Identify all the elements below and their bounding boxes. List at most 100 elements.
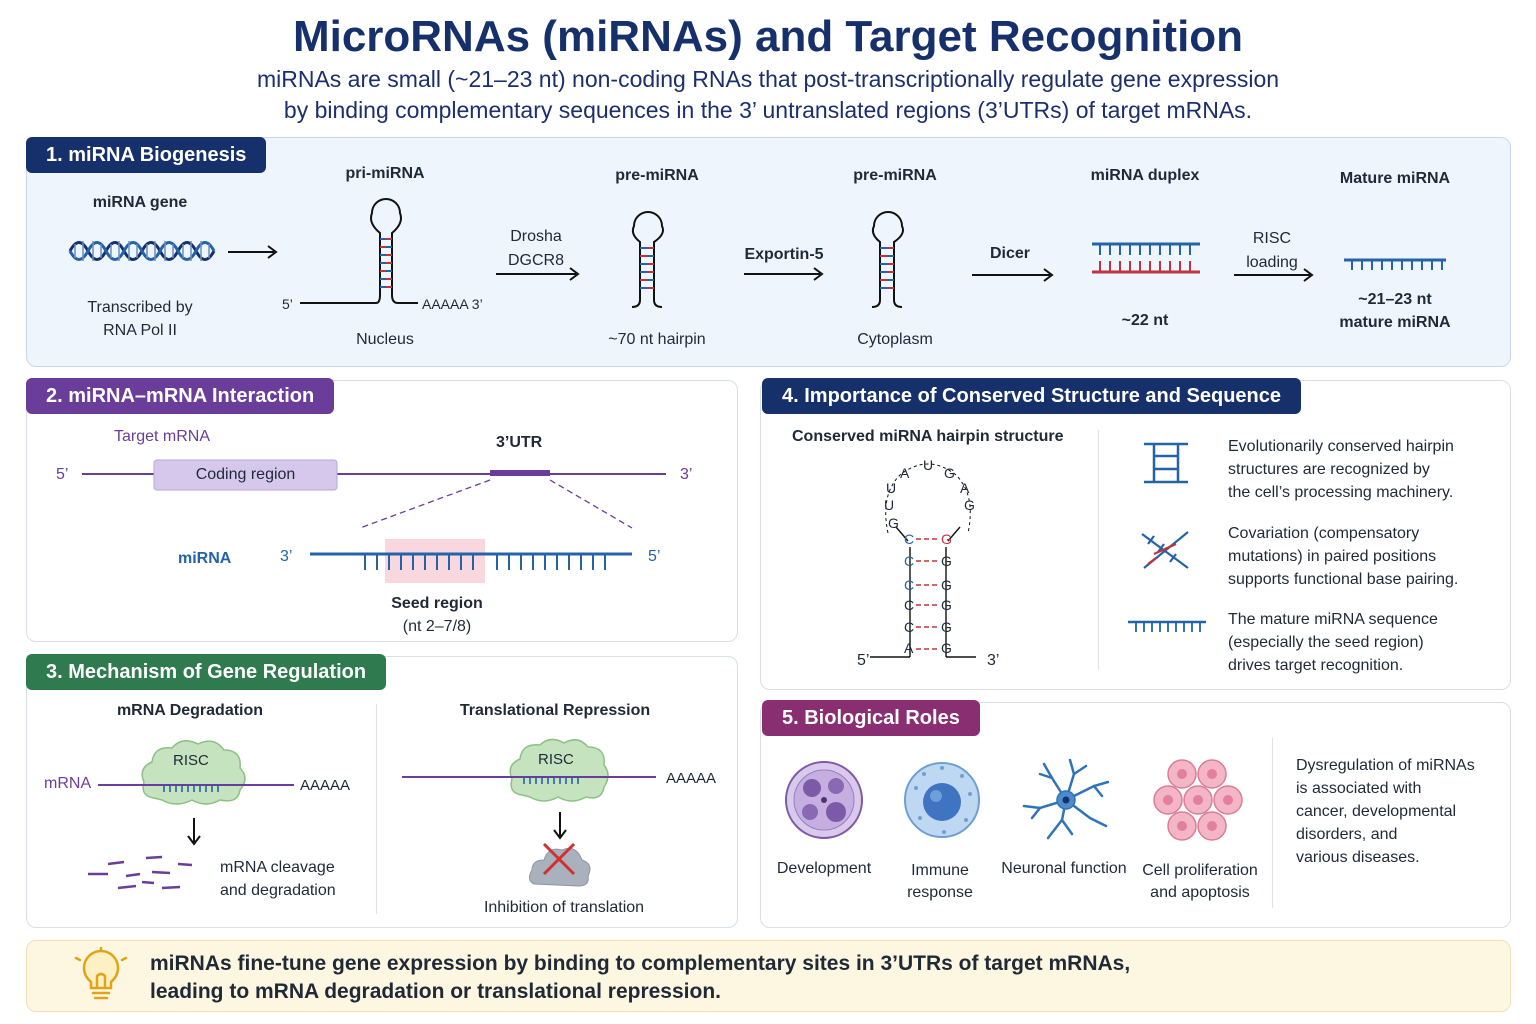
polya-label-2: AAAAA: [666, 770, 717, 787]
risc-complex-icon: [509, 738, 609, 802]
pre-mirna-hairpin-1: [631, 211, 664, 308]
immune-label: Immune response: [880, 860, 1000, 904]
polya-label: AAAAA: [300, 777, 351, 794]
cleavage-line-1: mRNA cleavage: [220, 859, 335, 876]
arrow-icon: [1234, 268, 1314, 282]
seed-region-label: Seed region (nt 2–7/8): [367, 592, 507, 638]
right-stem-base-3: G: [941, 577, 952, 593]
gene-caption: Transcribed by RNA Pol II: [60, 296, 220, 342]
point-2-line-2: mutations) in paired positions: [1228, 548, 1437, 565]
mrna-five-prime: 5’: [56, 466, 69, 483]
left-stem-base-5: C: [904, 619, 915, 635]
hairpin-five-prime: 5’: [857, 652, 870, 669]
dysregulation-line-1: Dysregulation of miRNAs: [1296, 757, 1475, 774]
development-label: Development: [776, 860, 872, 877]
right-stem-base-4: G: [941, 597, 952, 613]
point-3-text: The mature miRNA sequence (especially th…: [1228, 608, 1438, 677]
mature-mirna-strand: [1344, 258, 1446, 270]
degradation-mrna-strand: [98, 784, 294, 792]
loop-base-8: G: [888, 515, 899, 531]
left-stem-base-6: A: [904, 640, 914, 656]
immune-cell-icon: [904, 762, 980, 838]
conserved-hairpin-icon: [1144, 442, 1188, 484]
risc-loading-label: RISC loading: [1232, 227, 1312, 275]
cell-cluster-icon: [1153, 759, 1243, 841]
arrow-icon: [972, 268, 1054, 282]
dna-helix-icon: [68, 241, 216, 261]
roles-panel-title: 5. Biological Roles: [762, 700, 980, 736]
roles-divider: [1272, 738, 1273, 908]
point-1-line-2: structures are recognized by: [1228, 461, 1430, 478]
right-stem-base-1: G: [941, 531, 952, 547]
gene-caption-line-2: RNA Pol II: [103, 322, 177, 339]
mrna-fragments-icon: [88, 855, 193, 890]
page-title: MicroRNAs (miRNAs) and Target Recognitio…: [292, 12, 1244, 61]
point-2-text: Covariation (compensatory mutations) in …: [1228, 522, 1458, 591]
seed-region-line-2: (nt 2–7/8): [402, 618, 472, 635]
takeaway-line-1: miRNAs fine-tune gene expression by bind…: [150, 952, 1131, 975]
immune-line-1: Immune: [911, 862, 969, 879]
proliferation-label: Cell proliferation and apoptosis: [1136, 860, 1264, 904]
risc-loading-line-2: loading: [1246, 254, 1298, 271]
nucleus-label: Nucleus: [356, 331, 414, 348]
loop-base-3: G: [944, 465, 955, 481]
immune-line-2: response: [907, 884, 973, 901]
point-1-line-1: Evolutionarily conserved hairpin: [1228, 438, 1454, 455]
pre-mirna-label-2: pre-miRNA: [853, 167, 937, 184]
dysregulation-line-3: cancer, developmental: [1296, 803, 1457, 820]
proliferation-line-2: and apoptosis: [1150, 884, 1250, 901]
point-3-line-3: drives target recognition.: [1228, 657, 1404, 674]
arrow-down-icon: [187, 818, 201, 846]
page-subtitle: miRNAs are small (~21–23 nt) non-coding …: [0, 64, 1536, 126]
utr-label: 3’UTR: [496, 434, 543, 451]
risc-loading-line-1: RISC: [1252, 230, 1292, 247]
risc-complex-icon: [141, 740, 246, 805]
point-2-line-3: supports functional base pairing.: [1228, 571, 1459, 588]
exportin-label: Exportin-5: [744, 246, 824, 263]
loop-base-7: U: [884, 497, 895, 513]
dysregulation-text: Dysregulation of miRNAs is associated wi…: [1296, 754, 1475, 869]
mirna-label: miRNA: [178, 550, 232, 567]
repression-mrna-strand: [402, 776, 656, 784]
target-mrna-strand: [82, 459, 666, 583]
dysregulation-line-5: various diseases.: [1296, 849, 1420, 866]
pri-mirna-hairpin: [300, 198, 418, 304]
gene-label: miRNA gene: [92, 194, 188, 211]
risc-label-2: RISC: [538, 751, 574, 768]
mirna-three-prime: 3’: [280, 548, 293, 565]
duplex-caption: ~22 nt: [1121, 312, 1169, 329]
mature-caption-line-2: mature miRNA: [1339, 314, 1451, 331]
inhibition-caption: Inhibition of translation: [483, 899, 645, 916]
duplex-label: miRNA duplex: [1090, 167, 1200, 184]
subtitle-line-2: by binding complementary sequences in th…: [283, 97, 1253, 123]
interaction-panel-title: 2. miRNA–mRNA Interaction: [26, 378, 335, 414]
risc-label: RISC: [173, 752, 209, 769]
left-stem-base-4: C: [904, 597, 915, 613]
arrow-icon: [228, 245, 278, 259]
dysregulation-line-4: disorders, and: [1296, 826, 1398, 843]
loop-base-4: A: [960, 480, 970, 496]
hairpin-title: Conserved miRNA hairpin structure: [792, 428, 1064, 445]
arrow-down-icon: [553, 812, 567, 840]
drosha-label: Drosha DGCR8: [496, 225, 576, 273]
loop-base-6: G: [964, 497, 975, 513]
mechanism-divider: [376, 704, 377, 914]
dicer-label: Dicer: [989, 245, 1031, 262]
point-3-line-2: (especially the seed region): [1228, 634, 1424, 651]
takeaway-text: miRNAs fine-tune gene expression by bind…: [150, 950, 1130, 1006]
drosha-line-2: DGCR8: [507, 252, 564, 269]
mature-caption-line-1: ~21–23 nt: [1358, 291, 1432, 308]
mature-label: Mature miRNA: [1339, 170, 1451, 187]
mirna-duplex: [1092, 242, 1200, 274]
conserved-panel-title: 4. Importance of Conserved Structure and…: [762, 378, 1302, 414]
takeaway-line-2: leading to mRNA degradation or translati…: [150, 980, 721, 1003]
coding-region-label: Coding region: [195, 466, 296, 483]
cleavage-line-2: and degradation: [220, 882, 336, 899]
right-stem-base-5: G: [941, 619, 952, 635]
pri-polya-tail: AAAAA 3’: [422, 296, 483, 312]
left-stem-base-2: C: [904, 553, 915, 569]
left-stem-base-1: C: [904, 531, 915, 547]
seed-region-line-1: Seed region: [391, 595, 483, 612]
pre-mirna-hairpin-2: [871, 211, 904, 308]
loop-base-1: A: [900, 465, 910, 481]
